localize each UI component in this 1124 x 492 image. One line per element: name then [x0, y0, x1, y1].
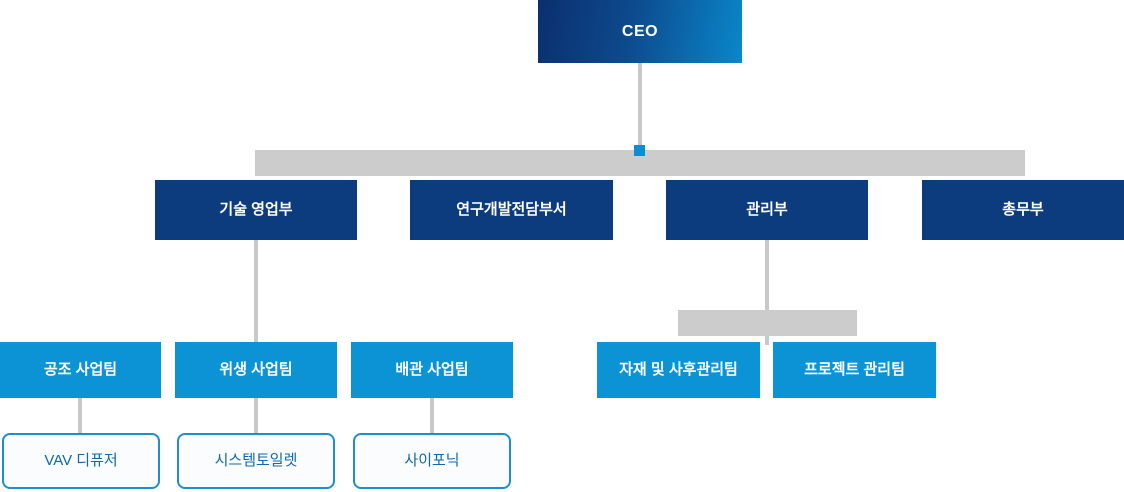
technical-sales-connector-line: [254, 240, 258, 342]
dept-box-general-affairs: 총무부: [922, 180, 1124, 240]
management-connector-line: [765, 240, 769, 345]
team-label-project-management: 프로젝트 관리팀: [804, 361, 905, 378]
junction-marker: [634, 145, 645, 156]
team-box-materials-aftercare: 자재 및 사후관리팀: [597, 342, 760, 398]
dept-box-technical-sales: 기술 영업부: [155, 180, 357, 240]
team-box-hvac: 공조 사업팀: [0, 342, 161, 398]
team-box-project-management: 프로젝트 관리팀: [773, 342, 936, 398]
ceo-box: CEO: [538, 0, 742, 63]
ceo-connector-line: [638, 63, 642, 150]
product-label-vav-diffuser: VAV 디퓨저: [44, 452, 118, 469]
product-box-siphonic: 사이포닉: [353, 433, 511, 489]
product-box-system-toilet: 시스템토일렛: [177, 433, 335, 489]
team-box-piping: 배관 사업팀: [351, 342, 513, 398]
dept-box-management: 관리부: [666, 180, 868, 240]
product-box-vav-diffuser: VAV 디퓨저: [2, 433, 160, 489]
dept-box-rnd: 연구개발전담부서: [410, 180, 613, 240]
dept-label-management: 관리부: [746, 201, 788, 218]
piping-product-connector-line: [430, 398, 434, 433]
management-teams-connector-bar: [678, 310, 857, 336]
hvac-product-connector-line: [78, 398, 82, 433]
product-label-siphonic: 사이포닉: [404, 452, 460, 469]
dept-label-rnd: 연구개발전담부서: [456, 201, 567, 218]
sanitary-product-connector-line: [254, 398, 258, 433]
dept-label-technical-sales: 기술 영업부: [219, 201, 293, 218]
ceo-label: CEO: [621, 22, 659, 40]
team-label-piping: 배관 사업팀: [395, 361, 469, 378]
team-box-sanitary: 위생 사업팀: [175, 342, 337, 398]
team-label-materials-aftercare: 자재 및 사후관리팀: [619, 361, 738, 378]
dept-label-general-affairs: 총무부: [1002, 201, 1044, 218]
product-label-system-toilet: 시스템토일렛: [214, 452, 298, 469]
team-label-hvac: 공조 사업팀: [43, 361, 118, 378]
team-label-sanitary: 위생 사업팀: [219, 361, 293, 378]
